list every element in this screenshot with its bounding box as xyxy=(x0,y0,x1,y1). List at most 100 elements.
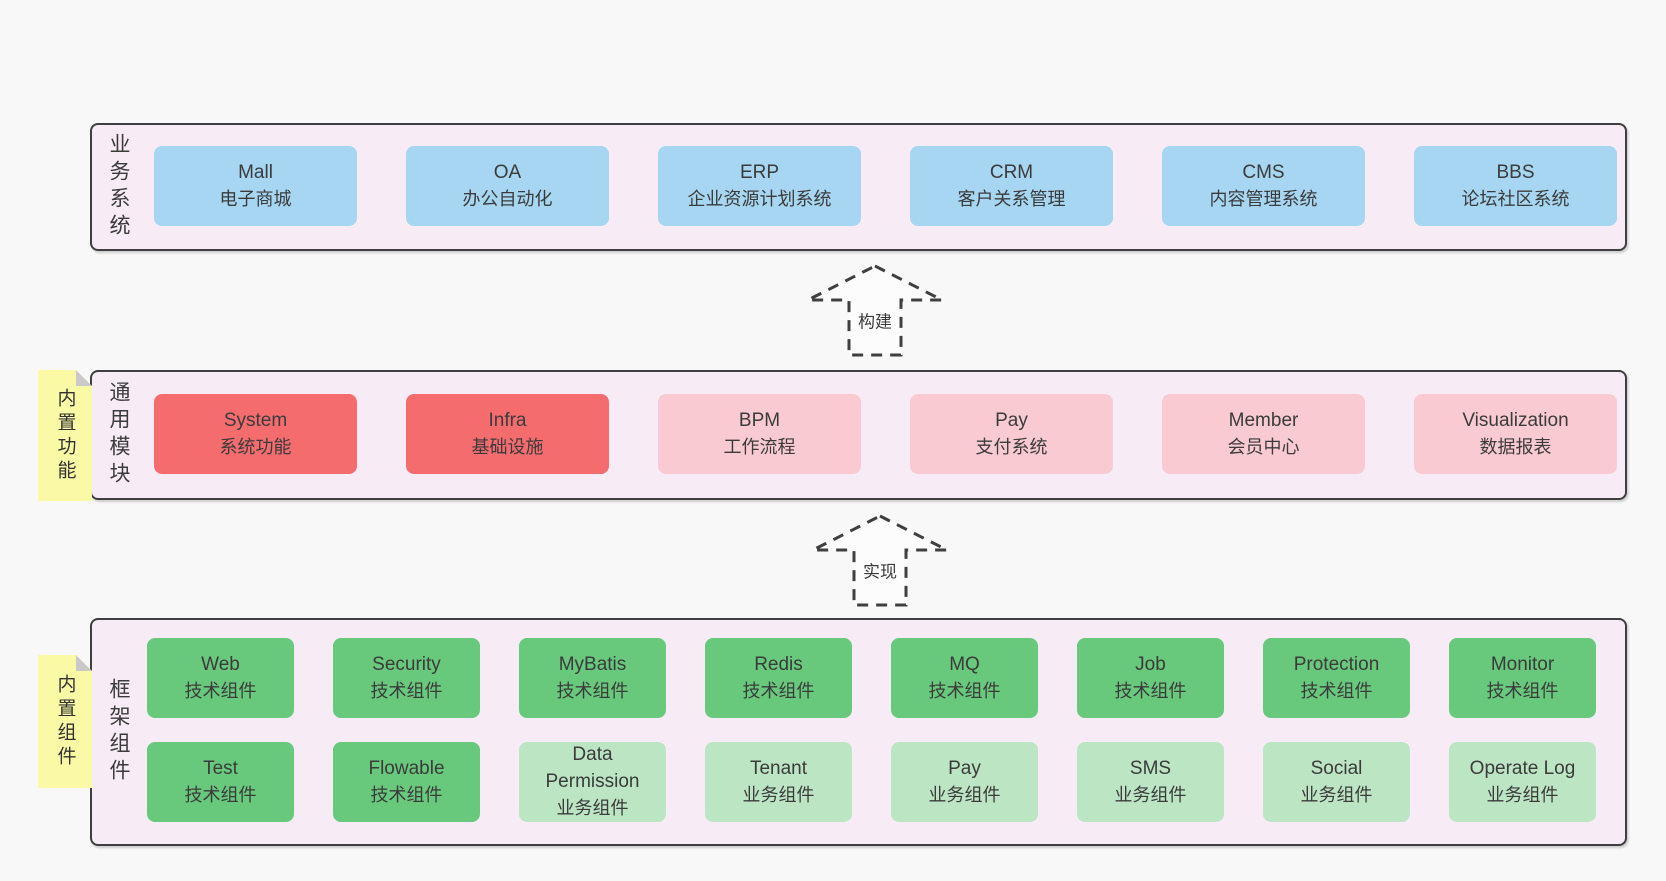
box-subtitle: 业务组件 xyxy=(556,798,629,819)
box-monitor: Monitor 技术组件 xyxy=(1449,638,1596,718)
box-title: Mall xyxy=(238,161,273,183)
box-visualization: Visualization 数据报表 xyxy=(1414,394,1617,474)
box-title: CMS xyxy=(1242,161,1285,183)
box-title: Operate Log xyxy=(1469,757,1576,779)
sticky-note-builtin-features: 内置功能 xyxy=(38,370,92,501)
box-title: Flowable xyxy=(368,757,445,779)
modules-box-row: System 系统功能 Infra 基础设施 BPM 工作流程 Pay 支付系统 Member 会… xyxy=(154,394,1617,474)
box-oa: OA 办公自动化 xyxy=(406,146,609,226)
box-tenant: Tenant 业务组件 xyxy=(705,742,852,822)
box-cms: CMS 内容管理系统 xyxy=(1162,146,1365,226)
box-subtitle: 业务组件 xyxy=(742,784,815,805)
box-title: Social xyxy=(1310,757,1363,779)
box-pay: Pay 支付系统 xyxy=(910,394,1113,474)
box-title: BPM xyxy=(738,409,781,431)
arrow-build-label: 构建 xyxy=(855,307,895,333)
box-title: Pay xyxy=(948,757,981,779)
box-subtitle: 技术组件 xyxy=(556,680,629,701)
box-subtitle: 技术组件 xyxy=(1114,680,1187,701)
arrow-implement: 实现 xyxy=(810,513,950,609)
box-title: Web xyxy=(201,653,240,675)
layer-business-systems: 业务系统 Mall 电子商城 OA 办公自动化 ERP 企业资源计划系统 CRM 客户关系管理… xyxy=(90,123,1627,251)
box-subtitle: 工作流程 xyxy=(723,436,796,457)
box-redis: Redis 技术组件 xyxy=(705,638,852,718)
box-operate-log: Operate Log 业务组件 xyxy=(1449,742,1596,822)
box-subtitle: 技术组件 xyxy=(928,680,1001,701)
sticky-note-text: 内置功能 xyxy=(54,387,76,484)
box-subtitle: 电子商城 xyxy=(219,188,292,209)
box-title: MyBatis xyxy=(558,653,627,675)
box-subtitle: 技术组件 xyxy=(1300,680,1373,701)
layer-business-label: 业务系统 xyxy=(107,133,130,241)
box-infra: Infra 基础设施 xyxy=(406,394,609,474)
sticky-note-builtin-components: 内置组件 xyxy=(38,655,92,788)
box-title: BBS xyxy=(1496,161,1535,183)
box-web: Web 技术组件 xyxy=(147,638,294,718)
box-subtitle: 内容管理系统 xyxy=(1209,188,1318,209)
box-title: Protection xyxy=(1293,653,1380,675)
box-subtitle: 技术组件 xyxy=(742,680,815,701)
box-subtitle: 技术组件 xyxy=(1486,680,1559,701)
box-title: System xyxy=(223,409,288,431)
box-title: Test xyxy=(203,757,238,779)
box-title: ERP xyxy=(739,161,780,183)
box-mybatis: MyBatis 技术组件 xyxy=(519,638,666,718)
box-sms: SMS 业务组件 xyxy=(1077,742,1224,822)
box-subtitle: 企业资源计划系统 xyxy=(687,188,832,209)
box-subtitle: 客户关系管理 xyxy=(957,188,1066,209)
box-title: Monitor xyxy=(1490,653,1555,675)
box-title: Redis xyxy=(754,653,803,675)
box-subtitle: 业务组件 xyxy=(928,784,1001,805)
box-protection: Protection 技术组件 xyxy=(1263,638,1410,718)
box-subtitle: 技术组件 xyxy=(184,680,257,701)
box-member: Member 会员中心 xyxy=(1162,394,1365,474)
box-subtitle: 技术组件 xyxy=(370,784,443,805)
box-social: Social 业务组件 xyxy=(1263,742,1410,822)
sticky-note-text: 内置组件 xyxy=(54,673,76,770)
box-test: Test 技术组件 xyxy=(147,742,294,822)
box-title: Pay xyxy=(995,409,1028,431)
box-subtitle: 数据报表 xyxy=(1479,436,1552,457)
box-pay: Pay 业务组件 xyxy=(891,742,1038,822)
box-data-permission: Data Permission 业务组件 xyxy=(519,742,666,822)
box-subtitle: 业务组件 xyxy=(1114,784,1187,805)
box-subtitle: 技术组件 xyxy=(184,784,257,805)
box-bbs: BBS 论坛社区系统 xyxy=(1414,146,1617,226)
box-flowable: Flowable 技术组件 xyxy=(333,742,480,822)
box-title: Tenant xyxy=(749,757,808,779)
box-title: SMS xyxy=(1129,757,1172,779)
box-subtitle: 技术组件 xyxy=(370,680,443,701)
box-title: OA xyxy=(493,161,522,183)
business-box-row: Mall 电子商城 OA 办公自动化 ERP 企业资源计划系统 CRM 客户关系管理 CMS 内容… xyxy=(154,146,1617,226)
arrow-build: 构建 xyxy=(805,263,945,359)
layer-components-label: 框架组件 xyxy=(107,678,130,786)
box-title: Visualization xyxy=(1462,409,1569,431)
box-erp: ERP 企业资源计划系统 xyxy=(658,146,861,226)
box-subtitle: 论坛社区系统 xyxy=(1461,188,1570,209)
box-subtitle: 支付系统 xyxy=(975,436,1048,457)
box-subtitle: 业务组件 xyxy=(1486,784,1559,805)
box-title: MQ xyxy=(949,653,980,675)
box-job: Job 技术组件 xyxy=(1077,638,1224,718)
box-bpm: BPM 工作流程 xyxy=(658,394,861,474)
arrow-implement-label: 实现 xyxy=(860,557,900,583)
layer-modules-label: 通用模块 xyxy=(107,381,130,489)
box-title: CRM xyxy=(989,161,1034,183)
box-title: Infra xyxy=(488,409,527,431)
box-system: System 系统功能 xyxy=(154,394,357,474)
box-title: Data Permission xyxy=(545,744,640,793)
box-subtitle: 会员中心 xyxy=(1227,436,1300,457)
box-subtitle: 业务组件 xyxy=(1300,784,1373,805)
box-title: Member xyxy=(1228,409,1299,431)
box-subtitle: 系统功能 xyxy=(219,436,292,457)
box-crm: CRM 客户关系管理 xyxy=(910,146,1113,226)
box-title: Job xyxy=(1135,653,1166,675)
layer-common-modules: 通用模块 System 系统功能 Infra 基础设施 BPM 工作流程 Pay 支付系统 Me… xyxy=(90,370,1627,500)
box-subtitle: 基础设施 xyxy=(471,436,544,457)
box-subtitle: 办公自动化 xyxy=(462,188,553,209)
